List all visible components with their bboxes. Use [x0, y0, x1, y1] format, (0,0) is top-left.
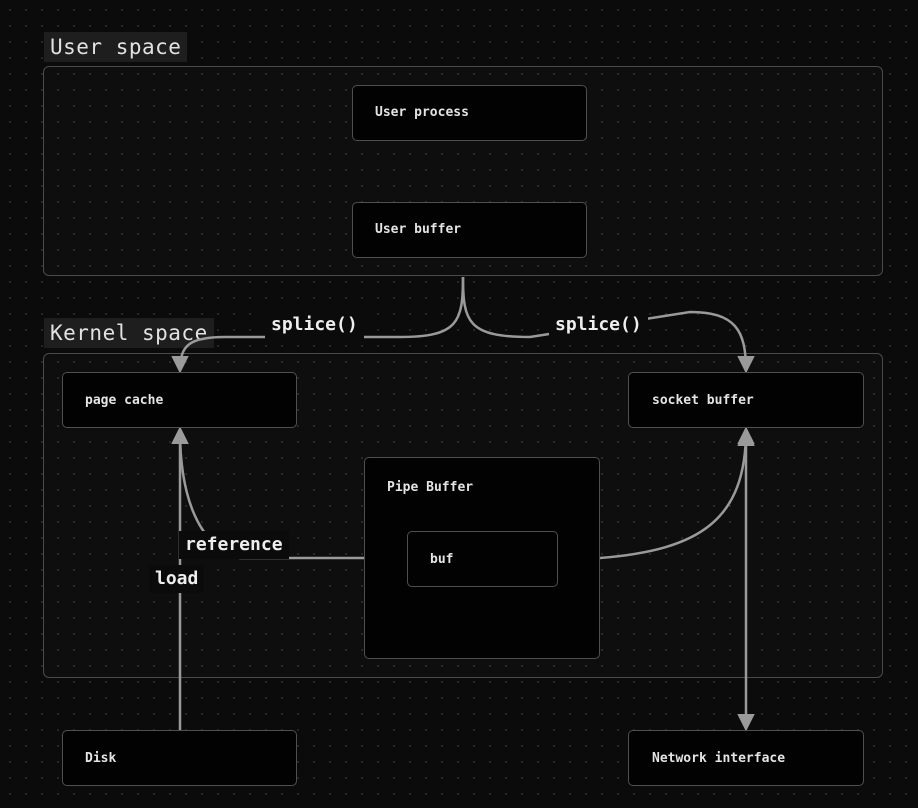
user-space-group — [43, 66, 883, 276]
page-cache-node[interactable]: page cache — [62, 372, 297, 428]
edge-label-reference: reference — [179, 531, 289, 559]
edge-splice-to-page-cache — [171, 276, 465, 374]
edge-label-splice-right: splice() — [549, 311, 648, 339]
edge-label-load: load — [149, 565, 205, 593]
edge-label-splice-left: splice() — [265, 311, 364, 339]
user-process-label: User process — [375, 105, 469, 120]
page-cache-label: page cache — [85, 393, 164, 408]
edge-splice-to-socket-buffer — [461, 276, 755, 374]
kernel-space-label: Kernel space — [44, 318, 214, 348]
user-space-label: User space — [44, 32, 188, 62]
edge-pipe-to-socket-buffer — [599, 426, 755, 560]
pipe-buffer-label: Pipe Buffer — [387, 480, 474, 495]
disk-label: Disk — [85, 751, 117, 766]
user-buffer-label: User buffer — [375, 222, 462, 237]
buf-node[interactable]: buf — [407, 531, 558, 587]
socket-buffer-node[interactable]: socket buffer — [628, 372, 864, 428]
pipe-buffer-node[interactable]: Pipe Buffer buf — [364, 457, 600, 659]
network-interface-label: Network interface — [652, 751, 786, 766]
user-buffer-node[interactable]: User buffer — [352, 202, 587, 258]
network-interface-node[interactable]: Network interface — [628, 730, 864, 786]
socket-buffer-label: socket buffer — [652, 393, 754, 408]
kernel-space-group — [43, 353, 883, 678]
user-process-node[interactable]: User process — [352, 85, 587, 141]
disk-node[interactable]: Disk — [62, 730, 297, 786]
buf-label: buf — [430, 552, 454, 567]
